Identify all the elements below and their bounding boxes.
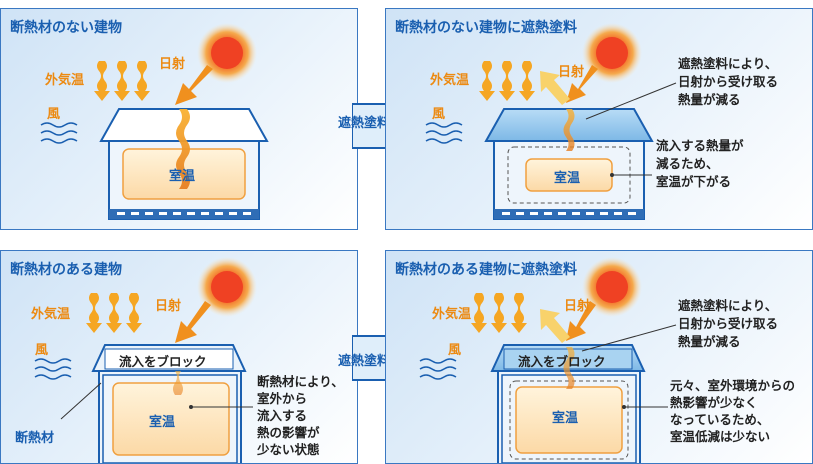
room-temp-label: 室温 <box>554 171 581 186</box>
room-temp-label: 室温 <box>169 169 196 184</box>
wind-icon <box>419 358 457 380</box>
sunlight-label: 日射 <box>564 299 591 314</box>
panel-title: 断熱材のない建物に遮熱塗料 <box>395 20 577 36</box>
outside-temp-label: 外気温 <box>432 307 472 322</box>
flow-arrow-1-label: 遮熱塗料 <box>338 116 391 131</box>
wind-icon <box>34 358 72 380</box>
insulation-label: 断熱材 <box>15 431 55 446</box>
heat-wave-icon <box>173 371 183 395</box>
sun-ray-arrow-icon <box>566 301 596 341</box>
block-label: 流入をブロック <box>518 354 606 369</box>
panel-illustration <box>419 257 677 463</box>
block-label-box <box>104 348 234 370</box>
sunlight-label: 日射 <box>159 57 186 72</box>
heat-wave-icon <box>176 109 190 189</box>
room-temp-label: 室温 <box>149 415 176 430</box>
sun-ray-arrow-icon <box>175 301 211 343</box>
flow-arrow-2-label: 遮熱塗料 <box>338 354 391 369</box>
note1-leader <box>585 82 677 120</box>
outside-temp-label: 外気温 <box>45 73 85 88</box>
panel-illustration <box>40 23 269 220</box>
panel-illustration <box>34 257 257 463</box>
outside-heat-arrows-icon <box>471 293 527 333</box>
wind-label: 風 <box>448 343 462 358</box>
limited-reduction-note: 元々、室外環境からの 熱影響が少なく なっているため、 室温低減は少ない <box>670 378 796 444</box>
panel-with-insulation-and-coating: 断熱材のある建物に遮熱塗料 外気温 日射 風 流入をブロック 室温 遮熱塗料によ… <box>385 250 813 464</box>
sun-ray-arrow-icon <box>566 65 598 103</box>
panel-with-insulation: 断熱材のある建物 外気温 日射 風 流入をブロック 室温 断熱材 断熱材により、… <box>0 250 358 464</box>
wind-icon <box>40 122 78 144</box>
wind-label: 風 <box>35 343 49 358</box>
outside-heat-arrows-icon <box>479 61 535 101</box>
wind-icon <box>425 122 463 144</box>
coating-effect-note: 遮熱塗料により、 日射から受け取る 熱量が減る <box>678 56 779 107</box>
outside-heat-arrows-icon <box>86 293 142 333</box>
insulation-effect-note: 断熱材により、 室外から 流入する 熱の影響が 少ない状態 <box>257 374 344 457</box>
sunlight-label: 日射 <box>155 299 182 314</box>
note1-leader <box>581 324 677 352</box>
insulation-leader <box>60 382 102 420</box>
panel-title: 断熱材のある建物 <box>10 262 122 278</box>
panel-no-insulation: 断熱材のない建物 外気温 日射 風 室温 <box>0 8 358 230</box>
block-label: 流入をブロック <box>119 354 207 369</box>
reflected-ray-icon <box>540 71 570 105</box>
room-box <box>112 382 230 456</box>
panel-illustration <box>425 23 677 220</box>
room-temp-label: 室温 <box>552 411 579 426</box>
wind-label: 風 <box>47 107 61 122</box>
panel-no-insulation-with-coating: 断熱材のない建物に遮熱塗料 外気温 日射 風 室温 遮熱塗料により、 日射から受… <box>385 8 813 230</box>
coating-effect-note: 遮熱塗料により、 日射から受け取る 熱量が減る <box>678 298 779 349</box>
room-temp-effect-note: 流入する熱量が 減るため、 室温が下がる <box>656 138 744 189</box>
outside-temp-label: 外気温 <box>31 307 71 322</box>
outside-heat-arrows-icon <box>94 61 150 101</box>
reflected-ray-icon <box>540 309 570 343</box>
wind-label: 風 <box>432 107 446 122</box>
panel-title: 断熱材のない建物 <box>10 20 122 36</box>
outside-temp-label: 外気温 <box>430 73 470 88</box>
sunlight-label: 日射 <box>558 65 585 80</box>
insulation-layer <box>102 374 238 463</box>
heat-wave-icon <box>563 109 575 151</box>
heat-wave-icon <box>563 347 575 389</box>
sun-ray-arrow-icon <box>175 65 213 105</box>
panel-title: 断熱材のある建物に遮熱塗料 <box>395 262 577 278</box>
